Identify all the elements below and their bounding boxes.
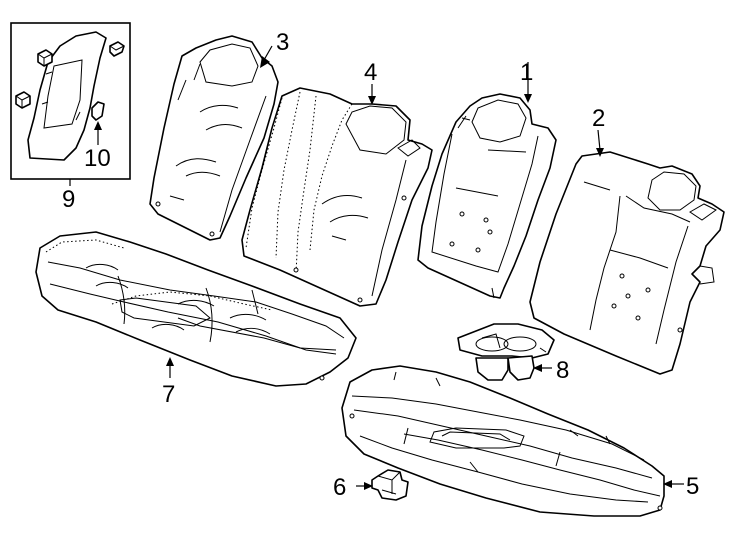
callout-8: 8 <box>556 357 569 384</box>
seat-back-cover-stitched <box>241 87 433 307</box>
callout-1: 1 <box>520 59 533 86</box>
clip-top-left <box>37 49 53 67</box>
side-bolster-panel <box>27 31 107 161</box>
clip-top-right <box>109 41 125 57</box>
clip-10 <box>91 101 105 121</box>
callout-6: 6 <box>333 474 346 501</box>
callout-7: 7 <box>162 381 175 408</box>
callout-5: 5 <box>686 473 699 500</box>
seat-back-frame <box>529 151 725 375</box>
callout-2: 2 <box>592 105 605 132</box>
seat-cushion-pad <box>341 365 665 517</box>
inset-side-panel-group: 10 9 <box>10 22 131 213</box>
clip-middle-left <box>15 91 31 109</box>
seat-back-pad <box>417 93 557 299</box>
cup-holder <box>457 323 555 381</box>
seat-back-cover-left <box>149 35 279 241</box>
seat-cushion-cover <box>35 231 357 387</box>
callout-9: 9 <box>62 186 75 213</box>
callout-3: 3 <box>276 29 289 56</box>
retainer-clip <box>371 469 409 501</box>
callout-10: 10 <box>84 145 111 172</box>
callout-4: 4 <box>364 59 377 86</box>
